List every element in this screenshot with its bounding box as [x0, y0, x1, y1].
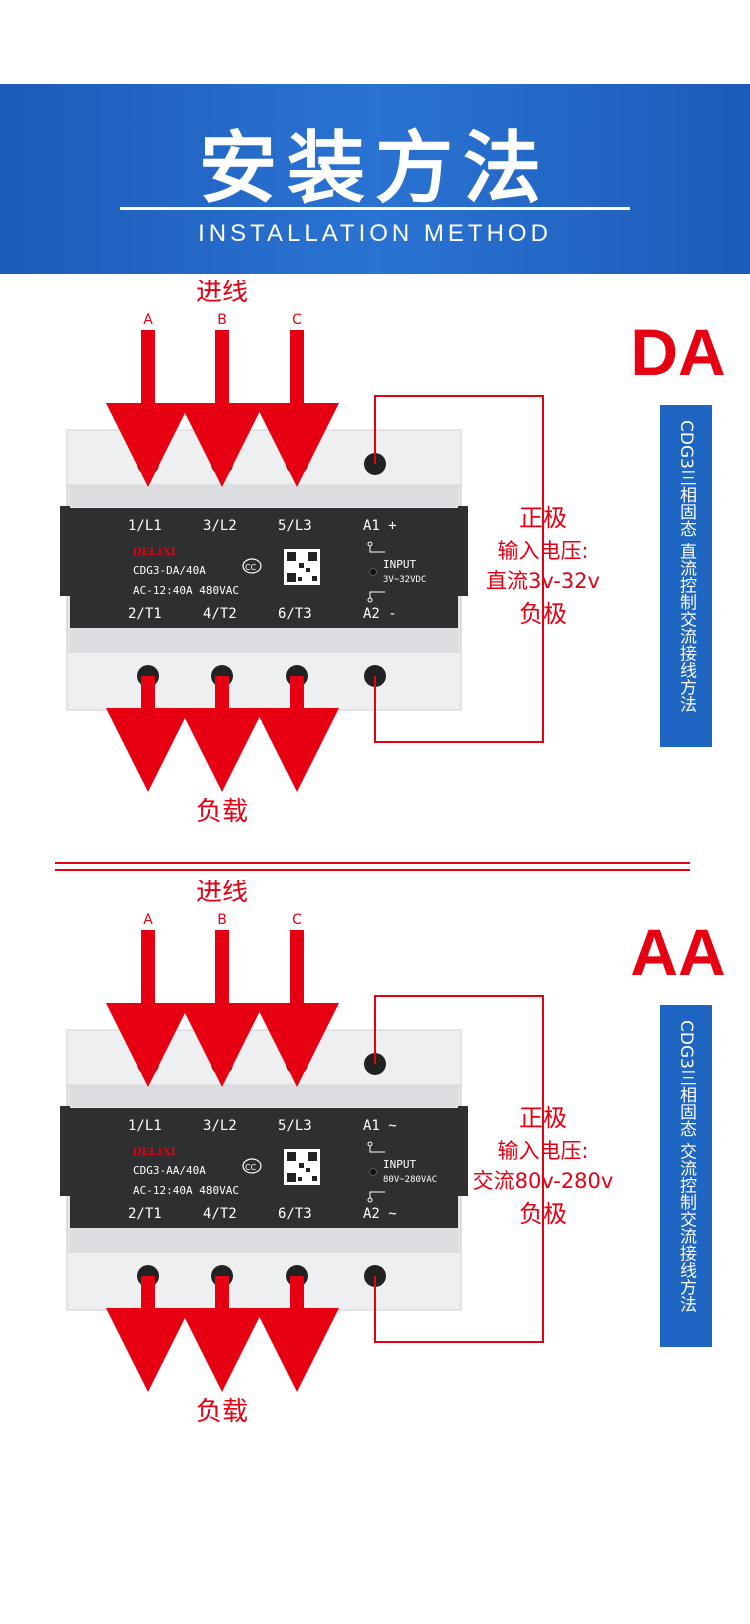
model-text: CDG3-DA/40A: [133, 564, 206, 577]
terminal-label-l2: 3/L2: [203, 518, 237, 534]
side-label-panel: [660, 1005, 712, 1347]
terminal-label-l3: 5/L3: [278, 1118, 312, 1134]
negative-label: 负极: [519, 1200, 567, 1228]
control-wire: [374, 995, 544, 1343]
phase-label-c-top: C: [292, 912, 302, 928]
side-label: CDG3三相固态 交流控制交流接线方法: [676, 1020, 697, 1312]
output-label: 负载: [196, 797, 248, 827]
qr-code-icon: [284, 549, 320, 585]
terminal-label-a1: A1 ~: [363, 1118, 397, 1134]
voltage-value: 直流3v-32v: [486, 569, 600, 593]
terminal-label-t2: 4/T2: [203, 606, 237, 622]
phase-label-b-top: B: [217, 912, 227, 928]
side-label: CDG3三相固态 直流控制交流接线方法: [676, 420, 697, 712]
brand-logo: DELIXI: [133, 544, 176, 558]
phase-label-a-top: A: [143, 312, 153, 328]
rating-text: AC-12:40A 480VAC: [133, 584, 239, 597]
qr-code-icon: [284, 1149, 320, 1185]
terminal-label-l3: 5/L3: [278, 518, 312, 534]
negative-label: 负极: [519, 600, 567, 628]
terminal-label-t1: 2/T1: [128, 1206, 162, 1222]
voltage-title: 输入电压:: [497, 539, 588, 563]
ccc-mark-icon: CC: [242, 1158, 262, 1174]
input-label: 进线: [196, 880, 248, 907]
voltage-value: 交流80v-280v: [473, 1169, 614, 1193]
terminal-label-t3: 6/T3: [278, 606, 312, 622]
input-label: 进线: [196, 280, 248, 307]
relay-device: [60, 1029, 468, 1311]
input-range-text: 3V~32VDC: [383, 575, 426, 585]
input-indicator: [367, 1141, 385, 1203]
phase-label-b-bottom: B: [217, 1368, 227, 1384]
svg-text:CC: CC: [245, 1163, 257, 1172]
phase-label-c-bottom: C: [292, 1368, 302, 1384]
header-banner: [0, 84, 750, 274]
terminal-label-t2: 4/T2: [203, 1206, 237, 1222]
svg-text:CC: CC: [245, 563, 257, 572]
voltage-title: 输入电压:: [497, 1139, 588, 1163]
page-subtitle: INSTALLATION METHOD: [198, 220, 552, 247]
phase-label-b-top: B: [217, 312, 227, 328]
terminal-label-a2: A2 -: [363, 606, 397, 622]
side-label-panel: [660, 405, 712, 747]
rating-text: AC-12:40A 480VAC: [133, 1184, 239, 1197]
brand-logo: DELIXI: [133, 1144, 176, 1158]
input-text: INPUT: [383, 1158, 416, 1171]
aa-wiring-diagram: 1/L1 3/L2 5/L3 A1 ~ 2/T1 4/T2 6/T3 A2 ~ …: [0, 880, 750, 1440]
type-code: DA: [630, 315, 725, 389]
title-divider: [120, 207, 630, 210]
output-label: 负载: [196, 1397, 248, 1427]
terminal-label-l1: 1/L1: [128, 1118, 162, 1134]
input-range-text: 80V~280VAC: [383, 1175, 437, 1185]
terminal-label-t3: 6/T3: [278, 1206, 312, 1222]
output-arrows: [106, 1276, 339, 1392]
type-code: AA: [630, 915, 725, 989]
control-wire: [374, 395, 544, 743]
terminal-label-t1: 2/T1: [128, 606, 162, 622]
section-divider-bottom: [55, 869, 690, 871]
positive-label: 正极: [519, 1104, 567, 1132]
phase-label-a-bottom: A: [143, 768, 153, 784]
ccc-mark-icon: CC: [242, 558, 262, 574]
da-wiring-diagram: 1/L1 3/L2 5/L3 A1 + 2/T1 4/T2 6/T3 A2 - …: [0, 280, 750, 840]
input-arrows: [106, 330, 339, 487]
input-text: INPUT: [383, 558, 416, 571]
terminal-label-l1: 1/L1: [128, 518, 162, 534]
phase-label-a-bottom: A: [143, 1368, 153, 1384]
device-label-plate: [70, 1108, 458, 1228]
output-arrows: [106, 676, 339, 792]
device-label-plate: [70, 508, 458, 628]
terminal-label-a2: A2 ~: [363, 1206, 397, 1222]
relay-device: [60, 429, 468, 711]
terminal-label-l2: 3/L2: [203, 1118, 237, 1134]
input-indicator: [367, 541, 385, 603]
phase-label-c-bottom: C: [292, 768, 302, 784]
model-text: CDG3-AA/40A: [133, 1164, 206, 1177]
phase-label-a-top: A: [143, 912, 153, 928]
positive-label: 正极: [519, 504, 567, 532]
terminal-label-a1: A1 +: [363, 518, 397, 534]
phase-label-c-top: C: [292, 312, 302, 328]
input-arrows: [106, 930, 339, 1087]
phase-label-b-bottom: B: [217, 768, 227, 784]
page-title: 安装方法: [198, 124, 551, 214]
section-divider-top: [55, 862, 690, 864]
